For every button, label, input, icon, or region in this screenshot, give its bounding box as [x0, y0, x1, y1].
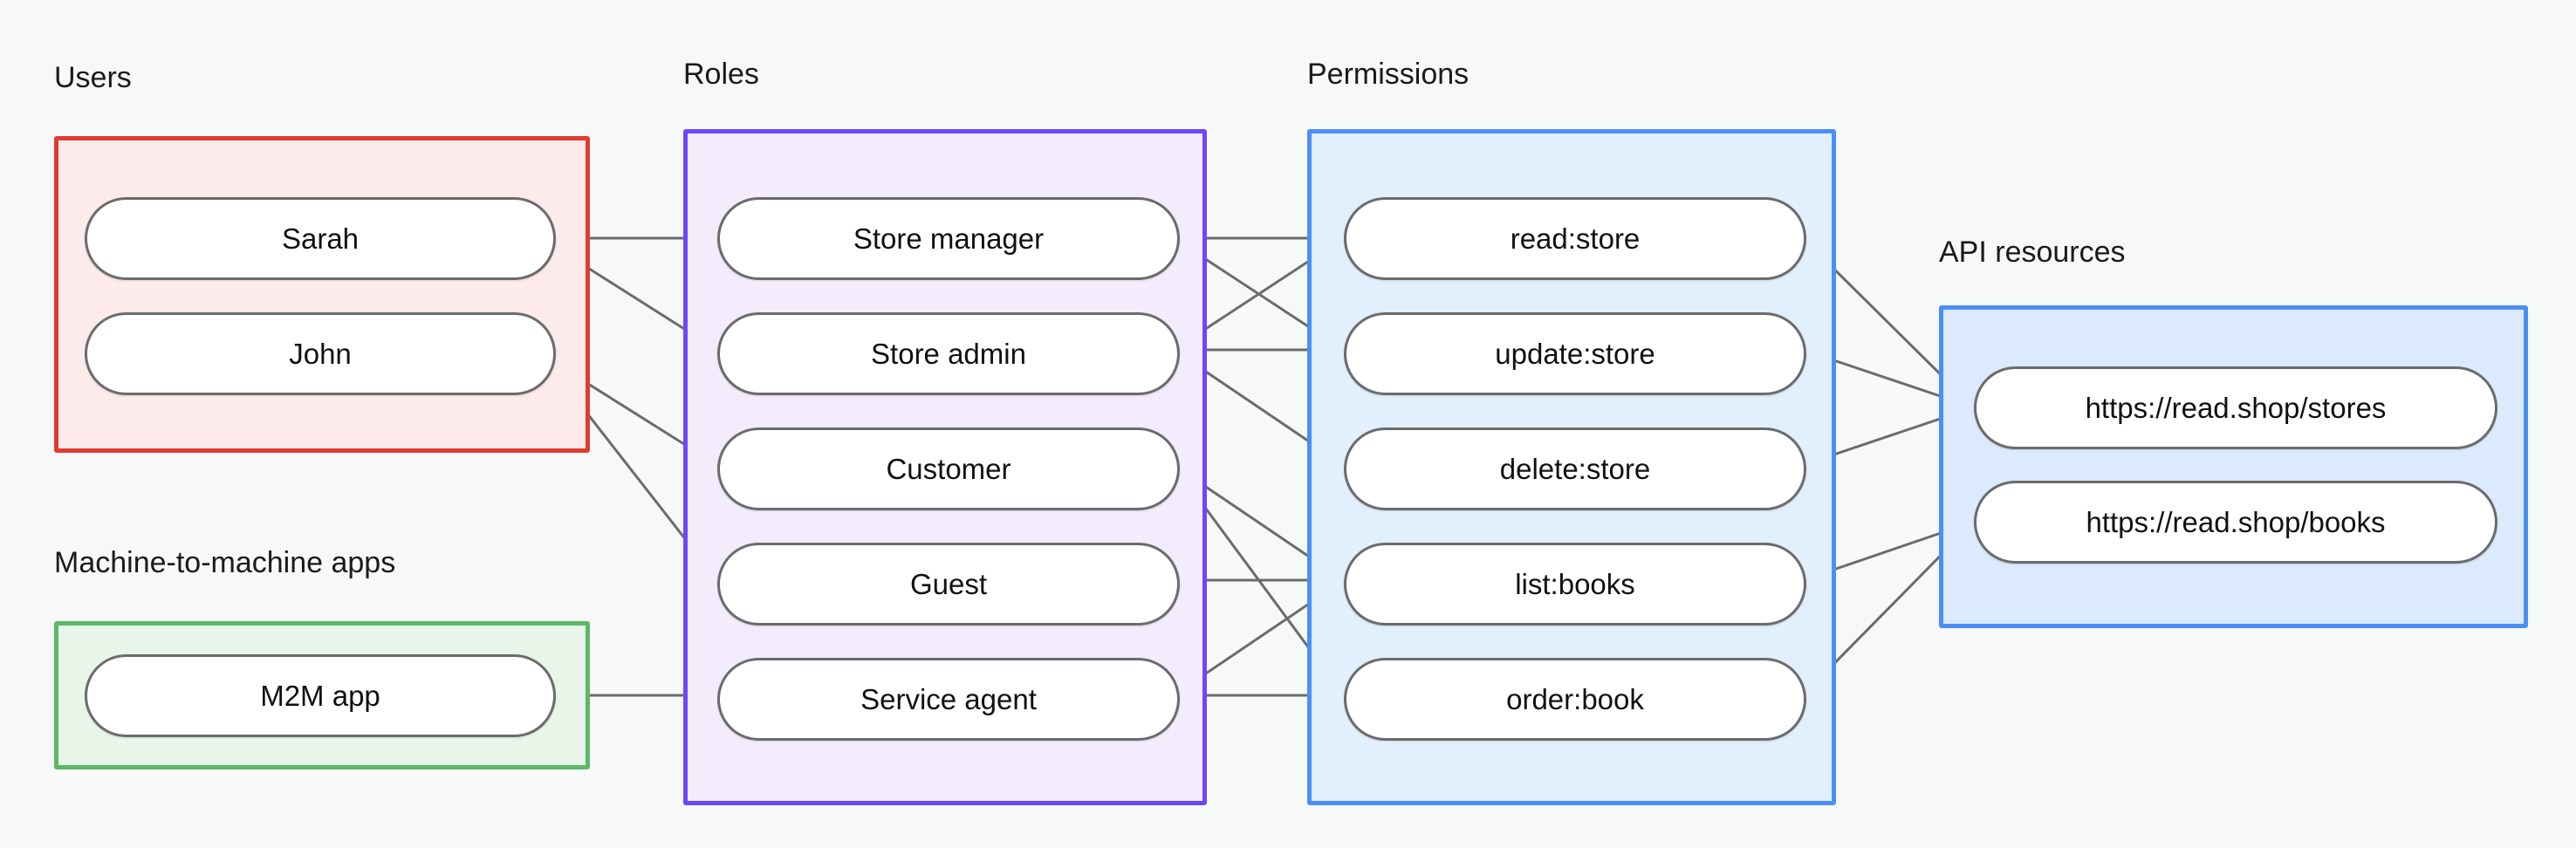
node-order-book[interactable]: order:book [1344, 658, 1806, 741]
node-label-res-books: https://read.shop/books [2086, 505, 2386, 538]
node-res-stores[interactable]: https://read.shop/stores [1974, 366, 2497, 449]
node-label-update-store: update:store [1495, 337, 1655, 370]
node-res-books[interactable]: https://read.shop/books [1974, 481, 2497, 564]
group-box-users [54, 136, 590, 453]
group-title-m2m: Machine-to-machine apps [54, 546, 396, 579]
node-delete-store[interactable]: delete:store [1344, 427, 1806, 510]
node-label-customer: Customer [886, 452, 1011, 485]
node-list-books[interactable]: list:books [1344, 543, 1806, 626]
node-john[interactable]: John [85, 312, 556, 395]
node-update-store[interactable]: update:store [1344, 312, 1806, 395]
group-box-resources [1939, 305, 2528, 628]
group-title-users: Users [54, 61, 132, 94]
node-label-john: John [289, 337, 352, 370]
node-label-store-admin: Store admin [871, 337, 1026, 370]
group-title-permissions: Permissions [1307, 58, 1470, 91]
node-guest[interactable]: Guest [717, 543, 1180, 626]
node-label-m2m-app: M2M app [260, 679, 380, 712]
node-label-read-store: read:store [1510, 222, 1641, 255]
node-label-order-book: order:book [1506, 682, 1644, 715]
node-customer[interactable]: Customer [717, 427, 1180, 510]
node-label-sarah: Sarah [281, 222, 360, 255]
group-title-resources: API resources [1939, 236, 2126, 269]
node-label-service-agent: Service agent [860, 682, 1037, 715]
node-read-store[interactable]: read:store [1344, 197, 1806, 280]
node-sarah[interactable]: Sarah [85, 197, 556, 280]
node-label-delete-store: delete:store [1499, 452, 1651, 485]
group-title-roles: Roles [683, 58, 759, 91]
node-label-store-manager: Store manager [853, 222, 1045, 255]
node-store-manager[interactable]: Store manager [717, 197, 1180, 280]
node-label-guest: Guest [909, 567, 988, 600]
node-store-admin[interactable]: Store admin [717, 312, 1180, 395]
node-label-res-stores: https://read.shop/stores [2085, 391, 2387, 424]
node-service-agent[interactable]: Service agent [717, 658, 1180, 741]
node-label-list-books: list:books [1515, 567, 1635, 600]
node-m2m-app[interactable]: M2M app [85, 654, 556, 737]
